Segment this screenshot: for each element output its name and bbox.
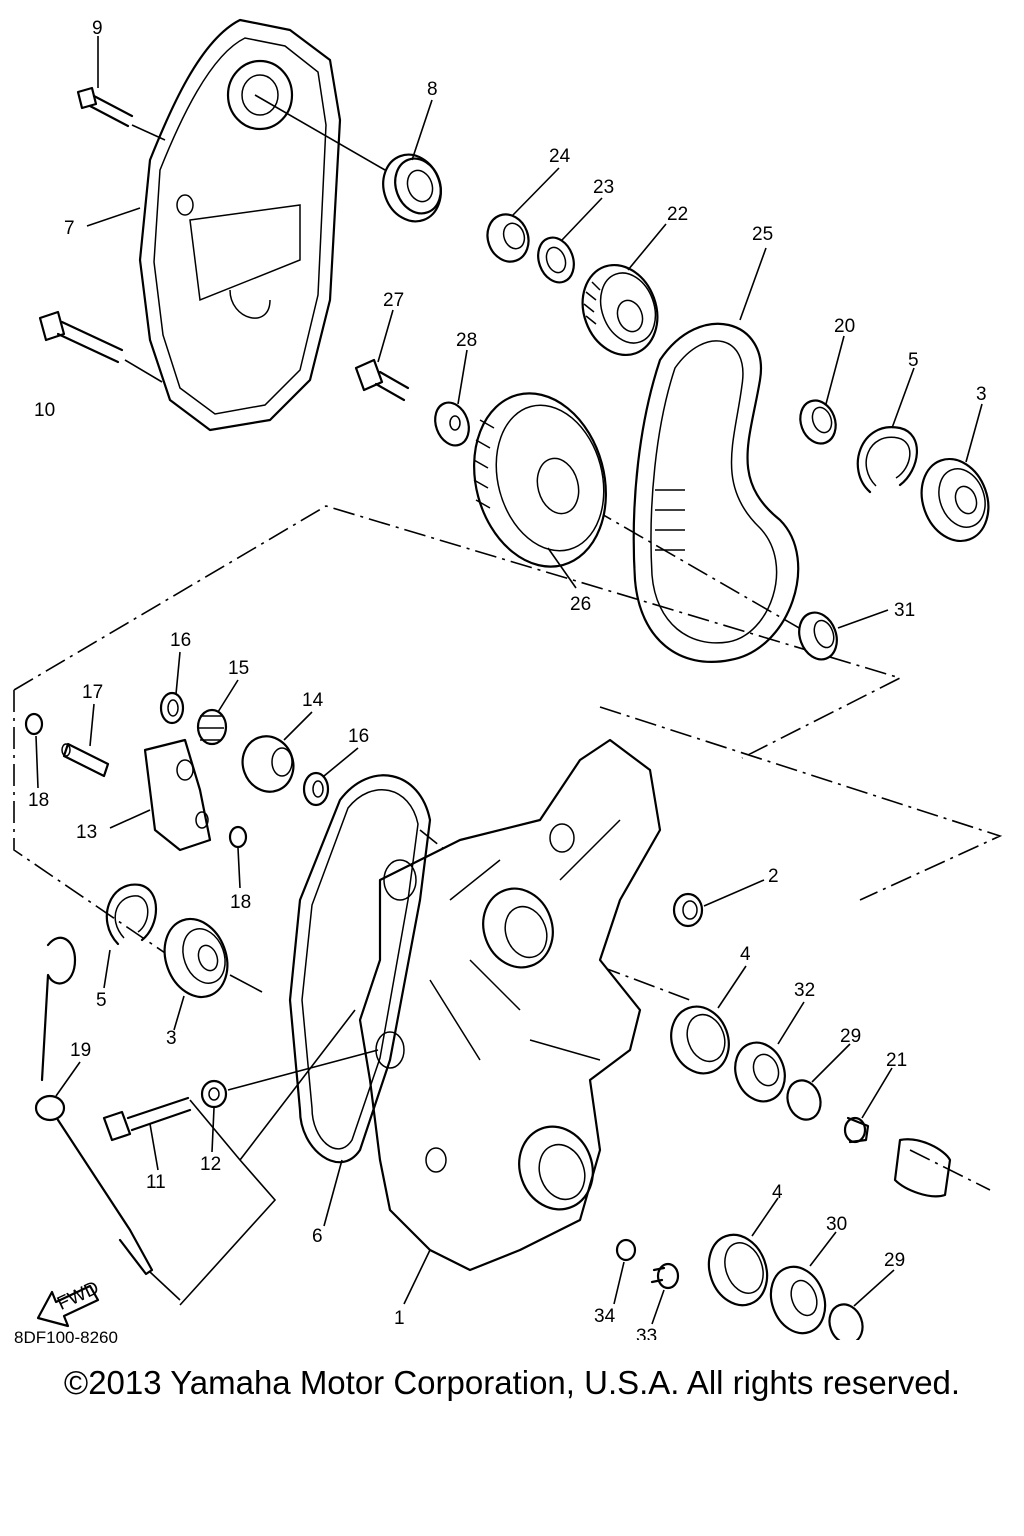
washer-23[interactable]	[532, 233, 580, 288]
sprocket-22[interactable]	[570, 254, 669, 365]
callout-6: 6	[312, 1226, 323, 1247]
washer-16-right[interactable]	[302, 771, 330, 807]
chain-case-1[interactable]	[358, 738, 662, 1272]
bearing-3-lower[interactable]	[154, 910, 263, 1006]
clip-18-left[interactable]	[24, 712, 44, 736]
callout-16-right: 16	[348, 726, 369, 747]
fwd-direction-arrow: FWD	[36, 1277, 102, 1328]
circlip-5-lower[interactable]	[105, 883, 158, 946]
chain-case-cover[interactable]	[138, 18, 342, 432]
callout-15: 15	[228, 658, 249, 679]
clip-18-right[interactable]	[228, 825, 248, 849]
exploded-parts-diagram: FWD	[13, 18, 1003, 1340]
callout-9: 9	[92, 18, 103, 39]
callout-labels: 9 8 24 23 22 7 25 27 20 28 5 3 10 26 31 …	[28, 18, 987, 1340]
callout-13: 13	[76, 822, 97, 843]
callout-17: 17	[82, 682, 103, 703]
bolt-27[interactable]	[354, 358, 410, 402]
callout-24: 24	[549, 146, 571, 167]
leader-lines	[35, 36, 983, 1325]
callout-18-left: 18	[28, 790, 49, 811]
nut-12[interactable]	[200, 1049, 379, 1109]
dipstick-19[interactable]	[34, 936, 181, 1301]
callout-23: 23	[593, 177, 614, 198]
gasket-6[interactable]	[288, 774, 432, 1164]
callout-2: 2	[768, 866, 779, 887]
roller-14[interactable]	[235, 729, 301, 799]
grommet-2[interactable]	[672, 892, 704, 928]
callout-3-upper: 3	[976, 384, 987, 405]
bolt-11[interactable]	[102, 1096, 192, 1142]
drive-chain-25[interactable]	[632, 322, 800, 663]
washer-16-left[interactable]	[159, 691, 185, 725]
callout-5-upper: 5	[908, 350, 919, 371]
callout-10: 10	[34, 400, 55, 421]
bolt-11-path-line	[179, 1009, 356, 1306]
bolt-33[interactable]	[650, 1262, 680, 1290]
circlip-29-upper[interactable]	[782, 1076, 826, 1125]
callout-22: 22	[667, 204, 688, 225]
callout-34: 34	[594, 1306, 616, 1327]
collar-24[interactable]	[481, 209, 535, 268]
callout-29-lower: 29	[884, 1250, 905, 1271]
washer-34[interactable]	[615, 1238, 637, 1262]
needle-bearing-15[interactable]	[196, 708, 228, 746]
callout-1: 1	[394, 1308, 405, 1329]
callout-14: 14	[302, 690, 324, 711]
diagram-code: 8DF100-8260	[14, 1328, 118, 1347]
plug-21[interactable]	[843, 1116, 870, 1144]
seal-4-upper[interactable]	[662, 998, 738, 1081]
callout-3-lower: 3	[166, 1028, 177, 1049]
driveshaft-end	[893, 1138, 952, 1198]
bolt-9[interactable]	[76, 86, 166, 141]
driveshaft-axis	[909, 1149, 991, 1191]
callout-8: 8	[427, 79, 438, 100]
pin-17[interactable]	[61, 742, 110, 778]
callout-28: 28	[456, 330, 477, 351]
callout-31: 31	[894, 600, 915, 621]
seal-4-lower[interactable]	[699, 1227, 776, 1314]
callout-16-left: 16	[170, 630, 191, 651]
callout-18-right: 18	[230, 892, 251, 913]
bearing-32[interactable]	[727, 1036, 793, 1109]
callout-11: 11	[146, 1172, 166, 1193]
callout-4-lower: 4	[772, 1182, 783, 1203]
bearing-8[interactable]	[254, 94, 450, 230]
callout-5-lower: 5	[96, 990, 107, 1011]
callout-29-upper: 29	[840, 1026, 861, 1047]
collar-31[interactable]	[793, 607, 843, 664]
sprocket-26[interactable]	[455, 378, 624, 581]
assembly-outline	[13, 505, 1003, 956]
callout-7: 7	[64, 218, 75, 239]
callout-12: 12	[200, 1154, 221, 1175]
bearing-3-upper[interactable]	[911, 450, 1000, 551]
collar-20[interactable]	[795, 396, 842, 449]
copyright-notice: ©2013 Yamaha Motor Corporation, U.S.A. A…	[63, 1364, 961, 1401]
callout-25: 25	[752, 224, 773, 245]
callout-32: 32	[794, 980, 815, 1001]
callout-19: 19	[70, 1040, 91, 1061]
callout-30: 30	[826, 1214, 847, 1235]
tensioner-arm-13[interactable]	[143, 738, 212, 852]
callout-21: 21	[886, 1050, 907, 1071]
callout-27: 27	[383, 290, 404, 311]
bolt-10[interactable]	[38, 310, 163, 383]
circlip-5-upper[interactable]	[856, 426, 918, 494]
washer-28[interactable]	[429, 398, 474, 450]
callout-33: 33	[636, 1326, 657, 1340]
circlip-29-lower[interactable]	[824, 1300, 868, 1340]
bearing-30[interactable]	[762, 1259, 834, 1340]
callout-4-upper: 4	[740, 944, 751, 965]
callout-26: 26	[570, 594, 591, 615]
callout-20: 20	[834, 316, 855, 337]
